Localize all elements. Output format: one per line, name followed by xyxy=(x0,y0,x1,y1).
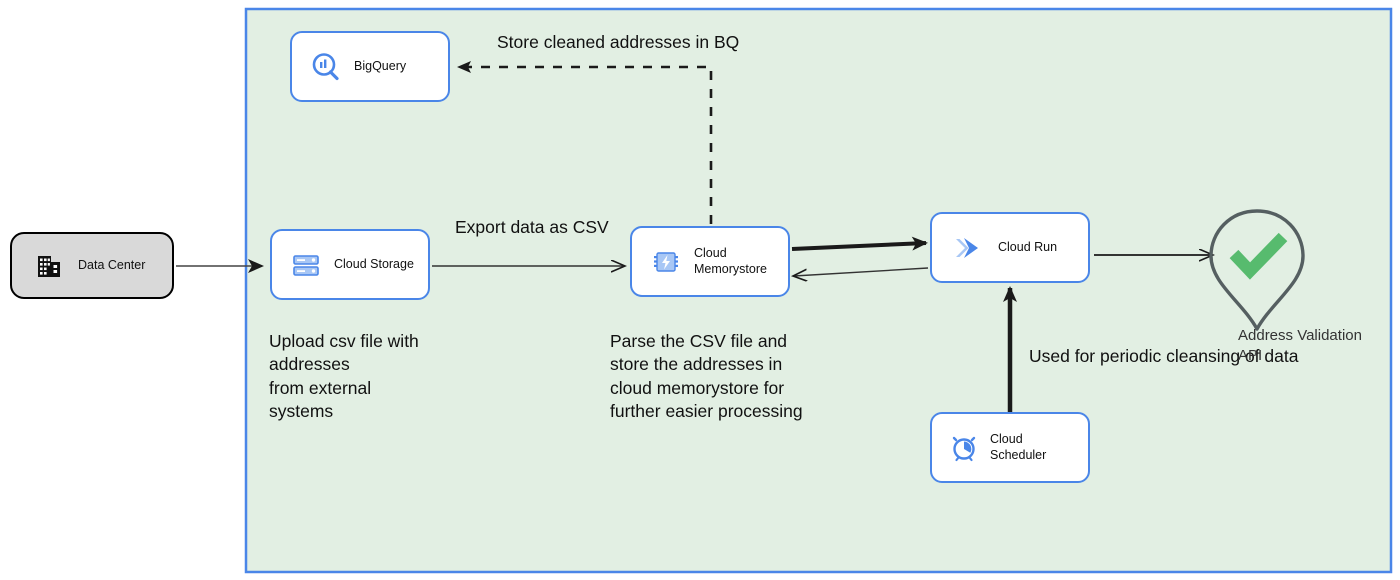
node-bigquery[interactable]: BigQuery xyxy=(290,31,450,102)
note-upload-csv: Upload csv file with addresses from exte… xyxy=(269,331,419,421)
node-label: Cloud Storage xyxy=(334,256,414,271)
datacenter-building-icon xyxy=(32,252,66,280)
node-cloud-run[interactable]: Cloud Run xyxy=(930,212,1090,283)
edge-label-periodic-cleansing: Used for periodic cleansing of data xyxy=(1029,346,1299,366)
map-pin-check-icon xyxy=(1209,209,1305,331)
cloud-run-chevron-icon xyxy=(948,233,988,263)
memorystore-chip-icon xyxy=(648,247,684,277)
edge-label-export-csv: Export data as CSV xyxy=(455,217,609,237)
cloud-scheduler-clock-icon xyxy=(946,433,982,463)
node-data-center[interactable]: Data Center xyxy=(10,232,174,299)
node-label: Cloud Memorystore xyxy=(694,245,767,276)
edge-cloudrun-to-memorystore xyxy=(794,267,929,276)
node-label: Cloud Scheduler xyxy=(990,431,1047,462)
node-label: BigQuery xyxy=(354,58,407,73)
edge-label-store-cleaned-bq: Store cleaned addresses in BQ xyxy=(497,32,740,52)
node-cloud-memorystore[interactable]: Cloud Memorystore xyxy=(630,226,790,297)
node-cloud-scheduler[interactable]: Cloud Scheduler xyxy=(930,412,1090,483)
node-cloud-storage[interactable]: Cloud Storage xyxy=(270,229,430,300)
cloud-storage-bucket-icon xyxy=(288,250,324,280)
bigquery-magnifier-icon xyxy=(308,51,344,83)
address-validation-api-label: Address Validation API xyxy=(1238,327,1362,364)
node-label: Data Center xyxy=(78,257,146,272)
edge-memorystore-to-cloudrun xyxy=(791,236,928,251)
gcp-project-boundary xyxy=(244,7,1393,574)
note-parse-csv: Parse the CSV file and store the address… xyxy=(610,331,803,421)
edge-memorystore-to-bigquery xyxy=(457,61,713,224)
node-label: Cloud Run xyxy=(998,239,1058,254)
